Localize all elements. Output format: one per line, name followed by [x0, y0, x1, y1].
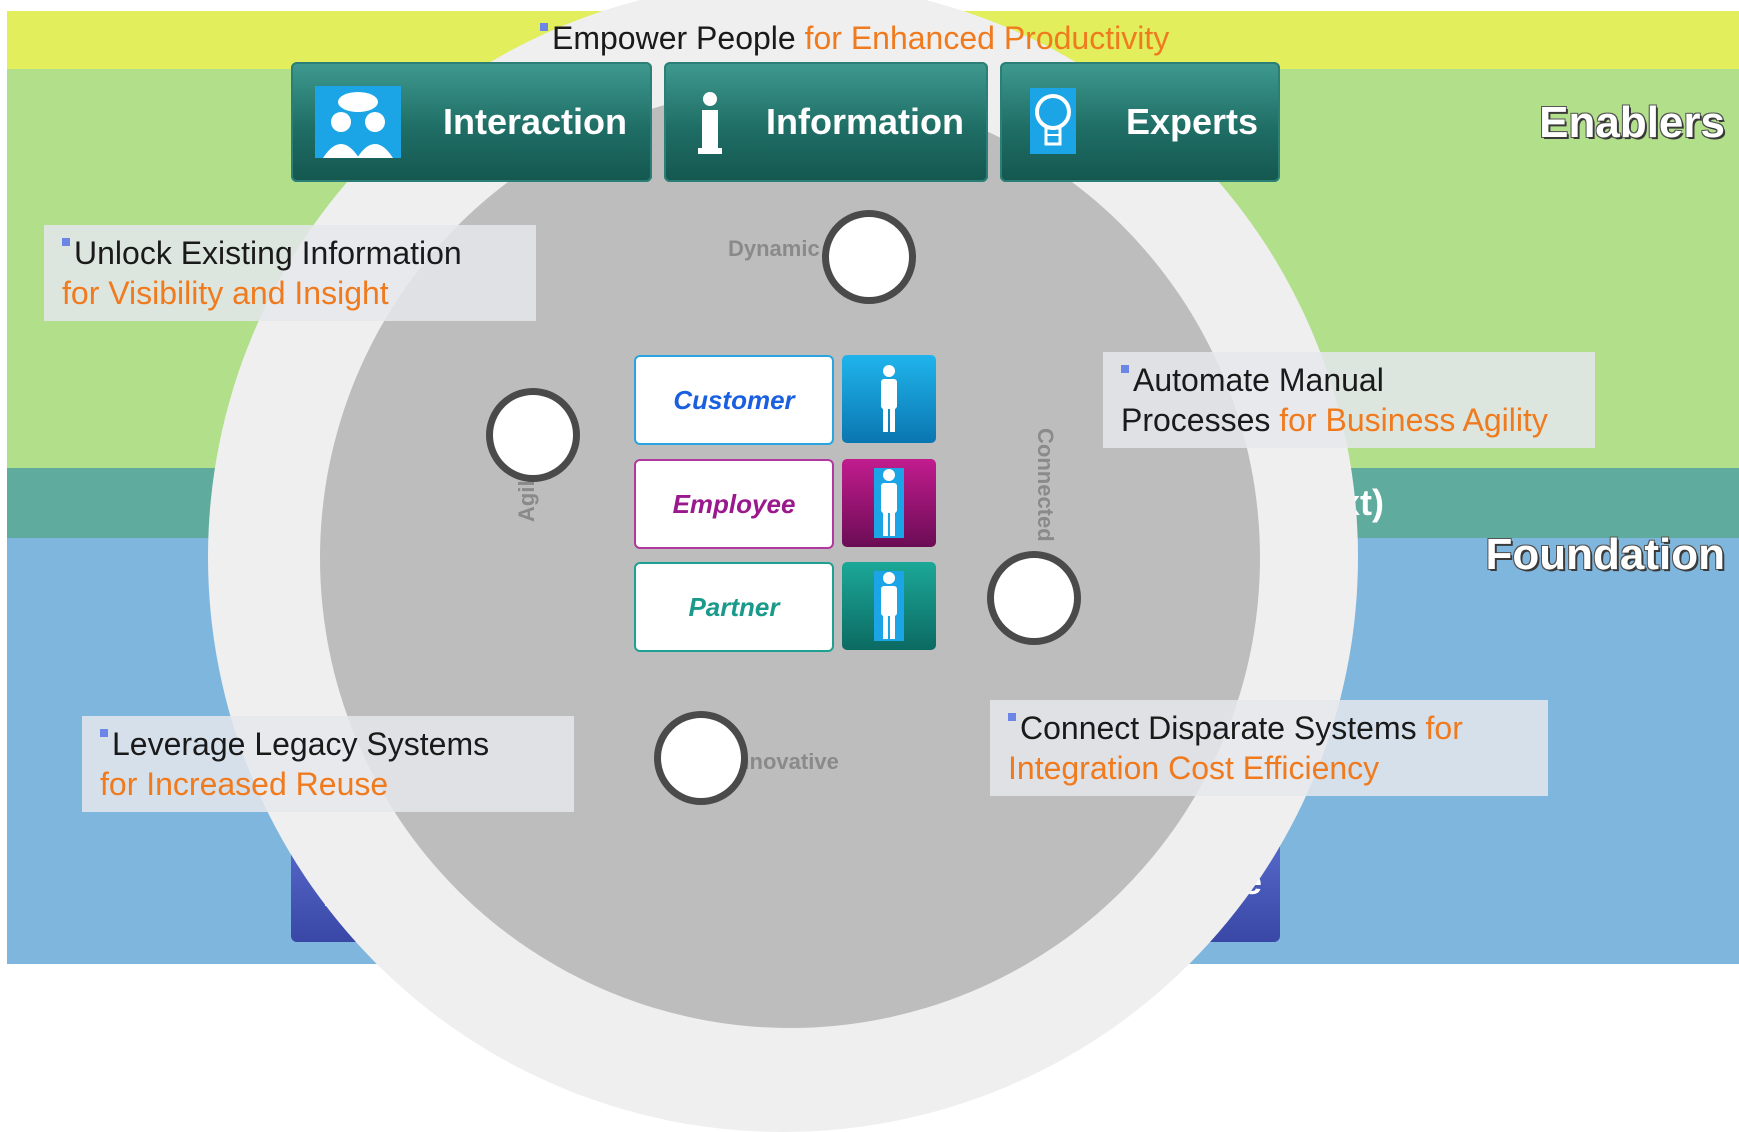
person-icon [842, 562, 936, 650]
role-customer[interactable]: Customer [634, 355, 834, 445]
callout-automate-text-2: Processes [1121, 402, 1271, 438]
callout-connect-highlight-2: Integration Cost Efficiency [1008, 750, 1380, 786]
node-agile[interactable] [486, 388, 580, 482]
callout-leverage-text: Leverage Legacy Systems [112, 726, 490, 762]
role-customer-label: Customer [673, 384, 795, 415]
callout-connect: Connect Disparate Systems for Integratio… [990, 700, 1548, 796]
callout-leverage: Leverage Legacy Systems for Increased Re… [82, 716, 574, 812]
callout-unlock: Unlock Existing Information for Visibili… [44, 225, 536, 321]
bullet-icon [1121, 365, 1129, 373]
tile-experts[interactable]: Experts [1000, 62, 1280, 182]
header-callout: Empower People for Enhanced Productivity [540, 20, 1169, 57]
tile-experts-label: Experts [1126, 101, 1259, 142]
foundation-label: Foundation [1485, 530, 1726, 579]
attr-connected: Connected [1033, 428, 1058, 542]
info-icon [698, 92, 722, 159]
role-employee[interactable]: Employee [634, 459, 834, 549]
tile-information[interactable]: Information [664, 62, 988, 182]
person-icon [842, 459, 936, 547]
bullet-icon [540, 23, 548, 31]
people-chat-icon [315, 86, 401, 163]
tile-interaction[interactable]: Interaction [291, 62, 652, 182]
node-connected[interactable] [987, 551, 1081, 645]
header-highlight: for Enhanced Productivity [804, 20, 1170, 56]
callout-unlock-text: Unlock Existing Information [74, 235, 462, 271]
tile-interaction-label: Interaction [443, 101, 628, 142]
callout-connect-text: Connect Disparate Systems [1020, 710, 1417, 746]
callout-unlock-highlight: for Visibility and Insight [62, 275, 389, 311]
node-dynamic[interactable] [822, 210, 916, 304]
person-icon [842, 355, 936, 443]
tile-information-label: Information [766, 101, 964, 142]
callout-leverage-highlight: for Increased Reuse [100, 766, 389, 802]
callout-automate-text-1: Automate Manual [1133, 362, 1384, 398]
node-innovative[interactable] [654, 711, 748, 805]
role-partner[interactable]: Partner [634, 562, 834, 652]
attr-innovative: Innovative [730, 749, 839, 774]
callout-automate-highlight: for Business Agility [1279, 402, 1548, 438]
bullet-icon [100, 729, 108, 737]
bullet-icon [1008, 713, 1016, 721]
role-partner-label: Partner [688, 591, 780, 622]
bullet-icon [62, 238, 70, 246]
role-employee-label: Employee [672, 488, 796, 519]
lightbulb-icon [1030, 88, 1076, 159]
callout-automate: Automate Manual Processes for Business A… [1103, 352, 1595, 448]
attr-dynamic: Dynamic [728, 236, 820, 261]
header-text: Empower People [552, 20, 796, 56]
enablers-label: Enablers [1539, 98, 1725, 147]
callout-connect-highlight-1: for [1425, 710, 1463, 746]
